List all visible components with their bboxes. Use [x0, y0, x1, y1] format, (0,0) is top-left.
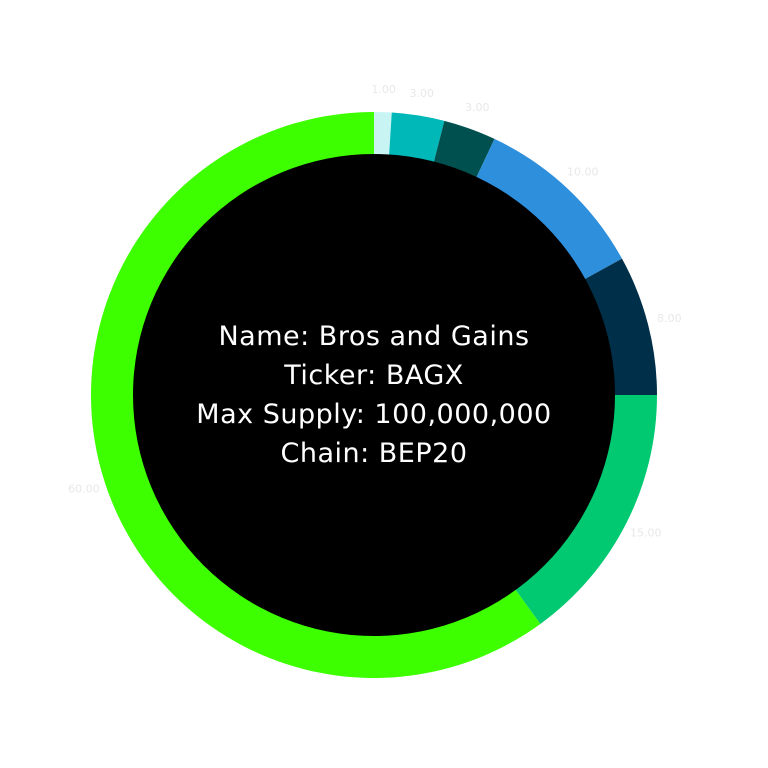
donut-slice-0	[374, 112, 392, 156]
slice-label-1: 3.00	[409, 87, 434, 100]
donut-center-hole	[133, 154, 615, 636]
donut-slice-1	[389, 112, 445, 163]
donut-slice-6	[90, 112, 541, 679]
slice-label-2: 3.00	[465, 101, 490, 114]
slice-label-6: 60.00	[68, 482, 100, 495]
slice-label-5: 15.00	[630, 526, 662, 539]
slice-labels: 1.00 3.00 3.00 10.00 8.00 15.00 60.00	[68, 83, 681, 539]
slice-label-4: 8.00	[657, 312, 682, 325]
slice-label-0: 1.00	[371, 83, 396, 96]
donut-slice-3	[476, 138, 622, 280]
donut-slice-4	[584, 258, 657, 395]
donut-slice-2	[433, 120, 495, 178]
slice-label-3: 10.00	[567, 166, 599, 179]
